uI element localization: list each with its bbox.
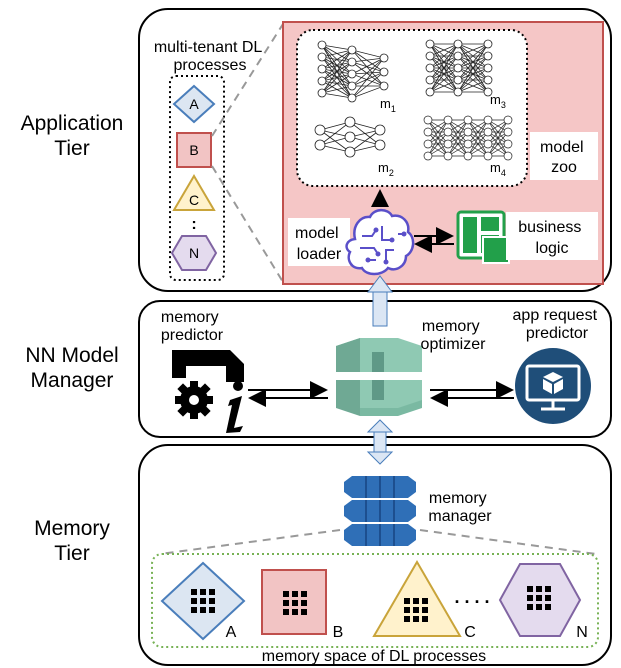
memory-block-n[interactable] xyxy=(498,563,582,637)
business-logic-label: business logic xyxy=(518,219,586,257)
memory-grid-icon xyxy=(527,586,551,610)
model-loader-label-bg xyxy=(288,218,350,266)
memory-grid-icon xyxy=(404,598,428,622)
memory-optimizer-label: memory optimizer xyxy=(421,318,487,353)
memory-zoom-line-right xyxy=(419,529,597,555)
process-b[interactable]: B xyxy=(176,132,212,168)
memory-space-label: memory space of DL processes xyxy=(262,648,486,665)
model-m3-icon[interactable] xyxy=(425,39,493,97)
process-a-label: A xyxy=(189,96,199,112)
business-logic-icon[interactable] xyxy=(456,210,510,264)
memory-block-n-label: N xyxy=(576,624,588,641)
diamond-shape xyxy=(172,84,216,124)
model-m4-label: m4 xyxy=(490,160,506,178)
memory-block-a[interactable] xyxy=(160,561,246,641)
processes-title: multi-tenant DL processes xyxy=(154,39,266,74)
memory-predictor-label: memory predictor xyxy=(161,309,224,344)
business-logic-label-bg xyxy=(506,212,598,260)
process-a[interactable]: A xyxy=(172,84,216,124)
model-m1-label: m1 xyxy=(380,96,396,114)
memory-manager-label: memory manager xyxy=(428,490,492,525)
model-m4-icon[interactable] xyxy=(423,115,513,161)
memory-block-a-label: A xyxy=(226,624,237,641)
zoom-line-bottom xyxy=(211,165,284,283)
model-m3-label: m3 xyxy=(490,92,506,110)
model-m1-icon[interactable] xyxy=(317,40,389,103)
model-zoo-label-bg xyxy=(530,132,598,180)
process-c[interactable]: C xyxy=(172,174,216,211)
triangle-shape xyxy=(172,174,216,211)
memory-block-b-label: B xyxy=(333,624,344,641)
process-c-label: C xyxy=(189,192,199,208)
memory-grid-icon xyxy=(191,589,215,613)
brain-chip-icon[interactable] xyxy=(345,208,415,276)
memory-tier-label: Memory Tier xyxy=(34,517,110,565)
memory-block-b[interactable] xyxy=(261,569,327,635)
monitor-icon[interactable] xyxy=(515,348,591,424)
model-m2-icon[interactable] xyxy=(314,116,386,158)
application-manager-connector xyxy=(367,275,393,327)
model-zoo-label: model zoo xyxy=(540,139,588,176)
memory-block-c-label: C xyxy=(464,624,476,641)
nn-model-manager-label: NN Model Manager xyxy=(25,344,119,392)
memory-predictor-icon[interactable] xyxy=(172,350,244,433)
memory-grid-icon xyxy=(283,591,307,615)
memory-optimizer-icon[interactable] xyxy=(336,338,422,416)
memory-zoom-line-left xyxy=(159,529,341,555)
hexagon-shape xyxy=(170,235,218,271)
process-n[interactable]: N xyxy=(170,235,218,271)
memory-block-c[interactable] xyxy=(372,560,462,637)
memory-manager-icon[interactable] xyxy=(344,476,416,546)
process-n-label: N xyxy=(189,245,199,261)
square-shape xyxy=(176,132,212,168)
application-tier-label: Application Tier xyxy=(20,112,124,160)
process-b-label: B xyxy=(189,142,198,158)
processes-group xyxy=(169,75,225,281)
model-m2-label: m2 xyxy=(378,160,394,178)
memory-dots: . . . . xyxy=(454,587,489,607)
app-request-predictor-label: app request predictor xyxy=(513,307,602,342)
process-ellipsis: : xyxy=(191,216,196,233)
manager-memory-connector xyxy=(366,419,394,465)
model-loader-label: model loader xyxy=(295,225,343,263)
